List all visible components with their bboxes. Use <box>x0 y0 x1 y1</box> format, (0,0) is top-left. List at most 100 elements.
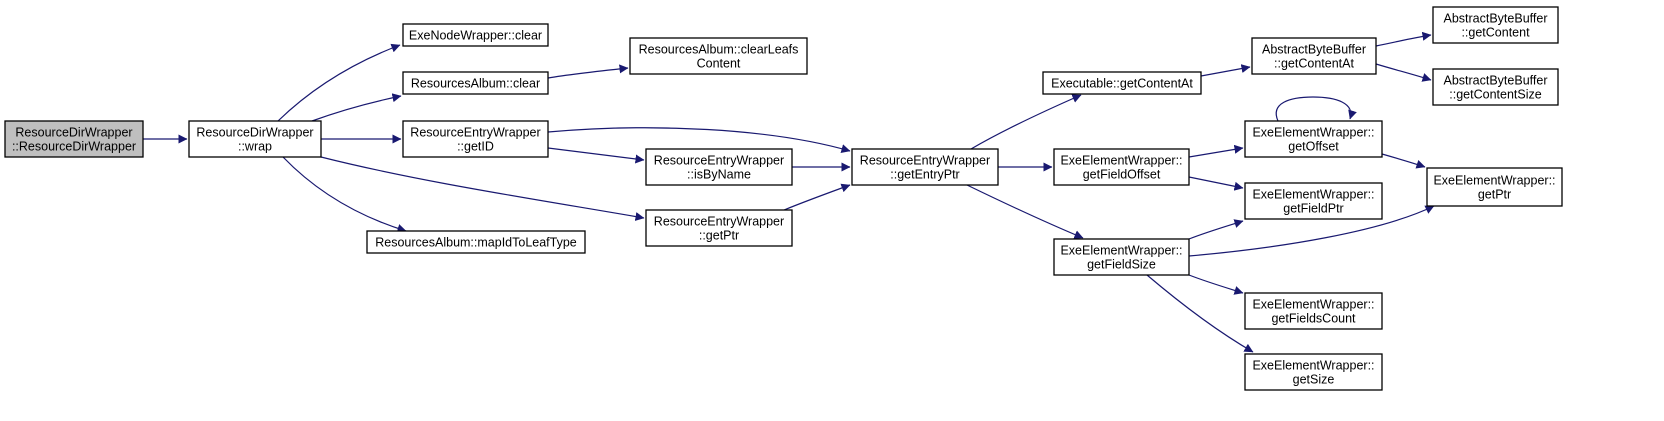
edge-getFieldOffset-to-getOffset <box>1188 144 1244 158</box>
node-label-line: Executable::getContentAt <box>1051 77 1193 91</box>
node-isByName[interactable]: ResourceEntryWrapper::isByName <box>645 148 793 186</box>
node-album_clear[interactable]: ResourcesAlbum::clear <box>402 71 549 95</box>
node-label-line: ExeElementWrapper:: <box>1252 359 1374 373</box>
node-label-line: AbstractByteBuffer <box>1262 43 1366 57</box>
edge-path <box>783 183 851 211</box>
edge-getFieldOffset-to-getFieldPtr <box>1188 176 1244 191</box>
node-label-line: ResourceDirWrapper <box>196 126 313 140</box>
node-getFieldSize[interactable]: ExeElementWrapper::getFieldSize <box>1053 238 1190 276</box>
edge-getFieldSize-to-getSize <box>1146 274 1254 353</box>
node-box <box>1251 37 1377 75</box>
edge-path <box>1381 153 1426 169</box>
node-label-line: AbstractByteBuffer <box>1444 12 1548 26</box>
node-label-line: ExeElementWrapper:: <box>1060 244 1182 258</box>
node-label-line: ResourceEntryWrapper <box>654 215 784 229</box>
node-box <box>366 230 586 254</box>
node-getFieldOffset[interactable]: ExeElementWrapper::getFieldOffset <box>1053 148 1190 186</box>
node-box <box>645 148 793 186</box>
edge-exe_getContentAt-to-abb_getContentAt <box>1200 64 1251 77</box>
node-box <box>188 120 322 158</box>
edge-wrap-to-rew_getPtr <box>320 156 645 221</box>
edge-album_clear-to-clearLeafs <box>547 64 629 79</box>
node-rew_getPtr[interactable]: ResourceEntryWrapper::getPtr <box>645 209 793 247</box>
node-box <box>402 23 549 47</box>
edge-path <box>282 156 407 233</box>
edge-path <box>1188 219 1244 240</box>
edge-getID-to-isByName <box>547 147 645 164</box>
node-label-line: ExeElementWrapper:: <box>1252 126 1374 140</box>
node-box <box>629 37 808 75</box>
node-exe_getContentAt[interactable]: Executable::getContentAt <box>1042 71 1202 95</box>
edge-path <box>1188 274 1244 295</box>
node-getOffset[interactable]: ExeElementWrapper::getOffset <box>1244 120 1383 158</box>
node-label-line: ExeElementWrapper:: <box>1252 298 1374 312</box>
edge-path <box>1188 205 1435 257</box>
edge-abb_getContentAt-to-abb_getContent <box>1375 31 1432 47</box>
node-label-line: getSize <box>1293 373 1335 387</box>
node-box <box>1244 182 1383 220</box>
node-label-line: ::isByName <box>687 168 751 182</box>
node-label-line: ::getID <box>457 140 494 154</box>
edge-rew_getPtr-to-getEntryPtr <box>783 183 851 211</box>
edge-path <box>277 43 401 122</box>
node-label-line: getOffset <box>1288 140 1339 154</box>
node-box <box>1042 71 1202 95</box>
node-getEntryPtr[interactable]: ResourceEntryWrapper::getEntryPtr <box>851 148 999 186</box>
node-box <box>1426 167 1563 207</box>
node-root[interactable]: ResourceDirWrapper::ResourceDirWrapper <box>4 120 144 158</box>
edge-path <box>1200 64 1251 77</box>
node-wrap[interactable]: ResourceDirWrapper::wrap <box>188 120 322 158</box>
node-box <box>402 71 549 95</box>
node-label-line: ExeElementWrapper:: <box>1060 154 1182 168</box>
edge-wrap-to-album_clear <box>311 93 402 122</box>
node-box <box>1244 353 1383 391</box>
node-abb_getContentSize[interactable]: AbstractByteBuffer::getContentSize <box>1432 68 1559 106</box>
edge-abb_getContentAt-to-abb_getContentSize <box>1375 63 1432 82</box>
node-getID[interactable]: ResourceEntryWrapper::getID <box>402 120 549 158</box>
node-label-line: ResourceEntryWrapper <box>860 154 990 168</box>
edge-getOffset-to-eew_getPtr <box>1381 153 1426 169</box>
edge-path <box>1375 63 1432 82</box>
nodes-layer: ResourceDirWrapper::ResourceDirWrapperRe… <box>4 6 1563 391</box>
node-getSize[interactable]: ExeElementWrapper::getSize <box>1244 353 1383 391</box>
edge-getEntryPtr-to-getFieldSize <box>966 184 1084 239</box>
node-box <box>1432 6 1559 44</box>
node-box <box>1053 238 1190 276</box>
node-eew_getPtr[interactable]: ExeElementWrapper::getPtr <box>1426 167 1563 207</box>
edge-path <box>547 147 645 164</box>
edge-getFieldSize-to-eew_getPtr <box>1188 205 1435 257</box>
node-label-line: ResourcesAlbum::mapIdToLeafType <box>375 236 577 250</box>
edge-path <box>311 93 402 122</box>
node-abb_getContentAt[interactable]: AbstractByteBuffer::getContentAt <box>1251 37 1377 75</box>
node-mapId[interactable]: ResourcesAlbum::mapIdToLeafType <box>366 230 586 254</box>
node-label-line: ExeElementWrapper:: <box>1252 188 1374 202</box>
edge-path <box>1146 274 1254 353</box>
node-box <box>4 120 144 158</box>
node-abb_getContent[interactable]: AbstractByteBuffer::getContent <box>1432 6 1559 44</box>
node-label-line: getFieldSize <box>1087 258 1156 272</box>
node-label-line: ::wrap <box>238 140 272 154</box>
node-exenode_clear[interactable]: ExeNodeWrapper::clear <box>402 23 549 47</box>
edge-getID-to-getEntryPtr <box>547 127 851 153</box>
node-getFieldsCount[interactable]: ExeElementWrapper::getFieldsCount <box>1244 292 1383 330</box>
node-label-line: ResourcesAlbum::clearLeafs <box>639 43 799 57</box>
edge-getEntryPtr-to-exe_getContentAt <box>970 94 1082 150</box>
node-label-line: ::getPtr <box>699 229 739 243</box>
edge-wrap-to-exenode_clear <box>277 43 401 122</box>
edge-path <box>1375 31 1432 47</box>
edge-wrap-to-mapId <box>282 156 407 233</box>
node-label-line: ResourceEntryWrapper <box>410 126 540 140</box>
node-label-line: ::getContent <box>1461 26 1530 40</box>
node-label-line: ::getContentSize <box>1449 88 1541 102</box>
node-label-line: ExeElementWrapper:: <box>1433 174 1555 188</box>
node-box <box>645 209 793 247</box>
node-box <box>1244 292 1383 330</box>
node-label-line: getFieldsCount <box>1271 312 1356 326</box>
node-getFieldPtr[interactable]: ExeElementWrapper::getFieldPtr <box>1244 182 1383 220</box>
edge-path <box>966 184 1084 239</box>
node-label-line: Content <box>697 57 741 71</box>
node-label-line: getFieldOffset <box>1083 168 1161 182</box>
node-box <box>402 120 549 158</box>
